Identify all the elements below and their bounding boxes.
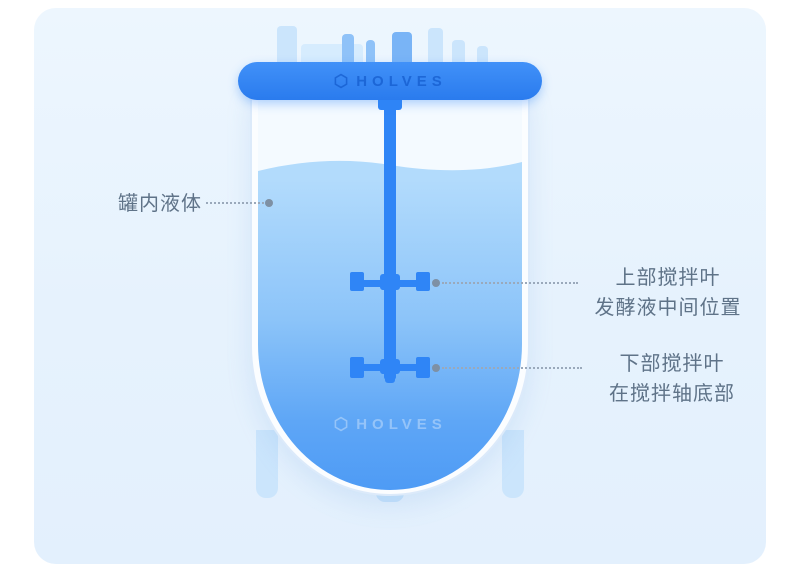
label-lower-impeller-line2: 在搅拌轴底部 — [609, 383, 735, 405]
upper-impeller-blade-left — [350, 272, 364, 291]
agitator-shaft — [384, 92, 396, 380]
label-tank-liquid: 罐内液体 — [118, 193, 202, 215]
lower-impeller-blade-right — [416, 357, 430, 378]
holves-logo-icon — [334, 73, 348, 89]
label-upper-impeller-line2: 发酵液中间位置 — [594, 297, 742, 319]
watermark-text: HOLVES — [356, 415, 447, 433]
lid-brand-text: HOLVES — [356, 72, 447, 90]
leader-dot-liquid — [265, 199, 273, 207]
tank-lid: HOLVES — [238, 62, 542, 100]
leader-line-lower-impeller — [442, 367, 582, 369]
leader-dot-upper-impeller — [432, 279, 440, 287]
leader-line-liquid — [206, 202, 264, 204]
label-upper-impeller-line1: 上部搅拌叶 — [615, 267, 721, 289]
watermark: HOLVES — [258, 412, 522, 436]
holves-logo-icon — [334, 416, 348, 432]
label-upper-impeller: 上部搅拌叶 发酵液中间位置 — [586, 263, 750, 323]
upper-impeller-hub — [380, 274, 400, 290]
top-pipe — [477, 46, 488, 72]
leader-line-upper-impeller — [442, 282, 578, 284]
lower-impeller-blade-left — [350, 357, 364, 378]
label-lower-impeller: 下部搅拌叶 在搅拌轴底部 — [592, 349, 752, 409]
shaft-end-cap — [385, 370, 395, 383]
top-pipe — [277, 26, 297, 70]
top-port — [366, 40, 375, 72]
label-lower-impeller-line1: 下部搅拌叶 — [619, 353, 725, 375]
leader-dot-lower-impeller — [432, 364, 440, 372]
top-pipe — [428, 28, 443, 72]
upper-impeller-blade-right — [416, 272, 430, 291]
